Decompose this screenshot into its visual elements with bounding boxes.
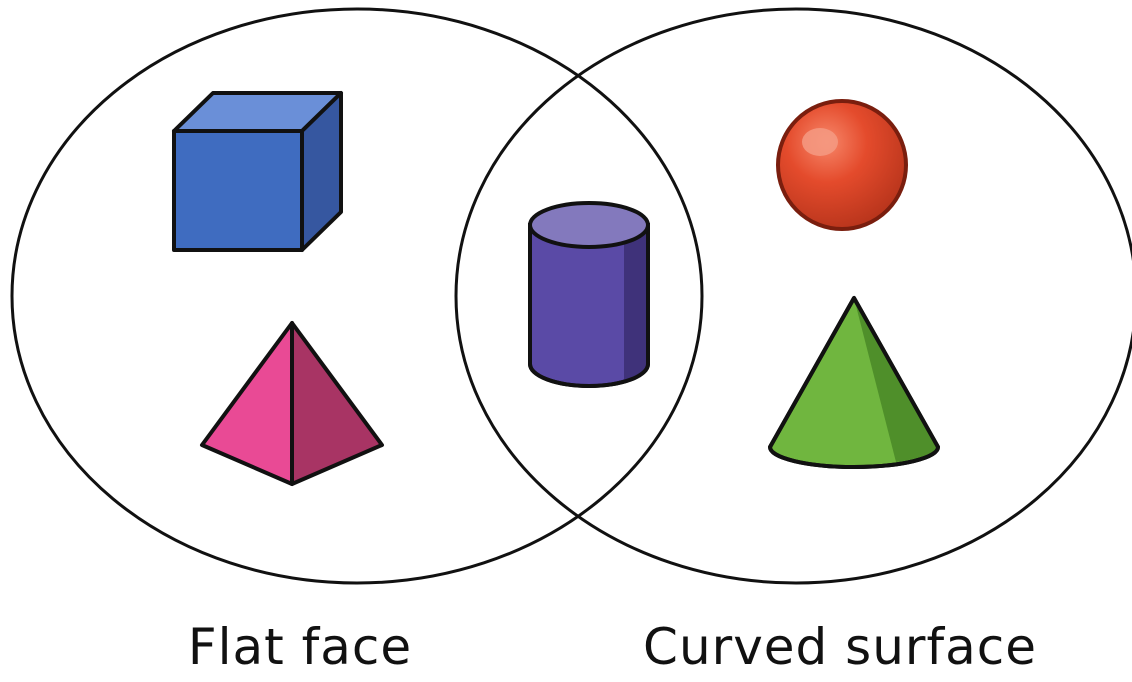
sphere-icon xyxy=(776,99,908,231)
cone-icon xyxy=(768,296,940,469)
set-label-curved-surface: Curved surface xyxy=(643,618,1037,676)
set-circle-curved-surface xyxy=(454,7,1132,585)
set-circle-flat-face xyxy=(10,7,704,585)
cube-icon xyxy=(172,91,343,252)
pyramid-icon xyxy=(200,321,384,486)
set-label-flat-face: Flat face xyxy=(187,618,413,676)
cylinder-icon xyxy=(528,201,650,388)
